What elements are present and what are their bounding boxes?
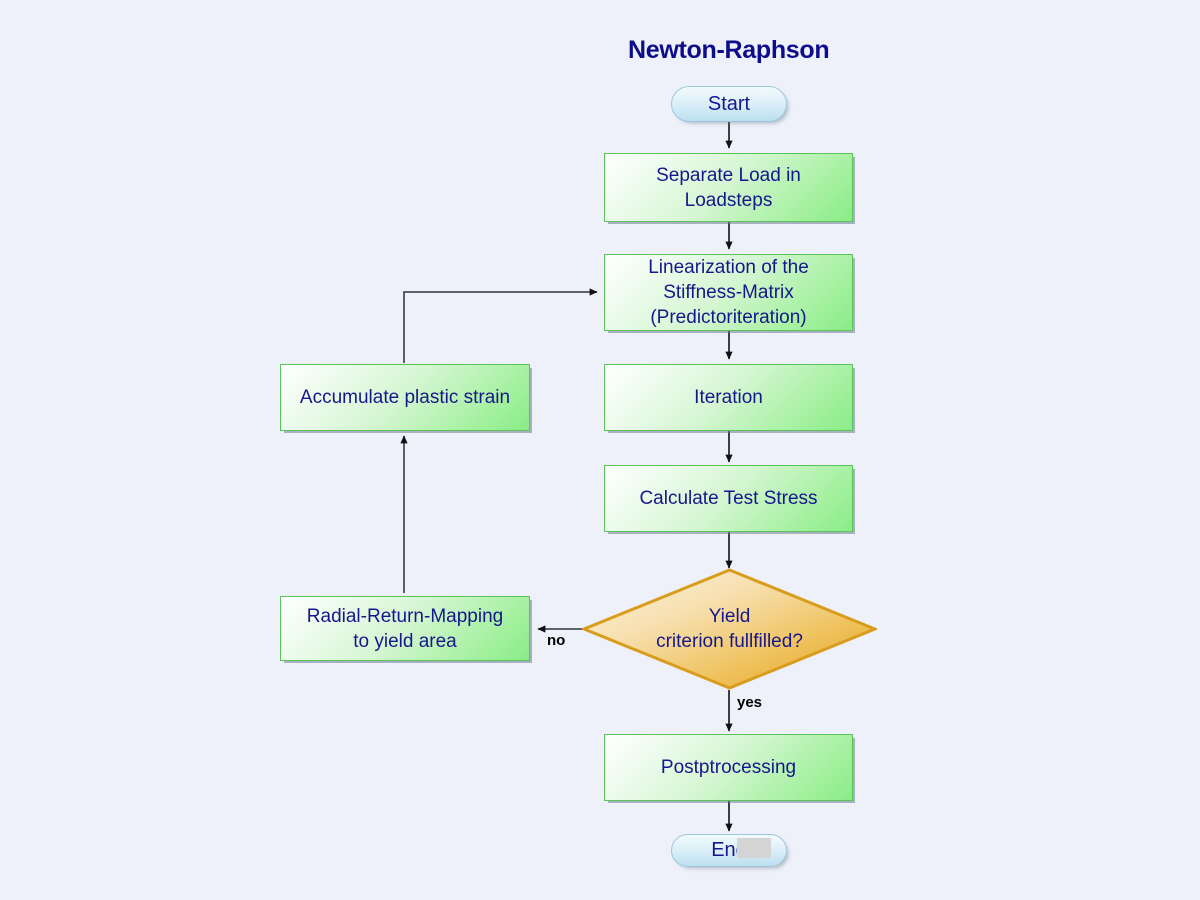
node-postprocessing-label: Postptrocessing — [660, 757, 797, 778]
node-calculate-test-stress[interactable]: Calculate Test Stress — [604, 465, 853, 532]
node-iteration-label: Iteration — [694, 387, 763, 408]
render-artifact-overlay — [737, 838, 771, 858]
node-accumulate-plastic-strain-label: Accumulate plastic strain — [299, 387, 511, 408]
edge-label-no: no — [547, 632, 566, 649]
edge-label-yes: yes — [737, 694, 763, 711]
node-postprocessing[interactable]: Postptrocessing — [604, 734, 853, 801]
node-calculate-test-stress-label: Calculate Test Stress — [639, 488, 818, 509]
node-start[interactable]: Start — [671, 86, 787, 122]
node-iteration[interactable]: Iteration — [604, 364, 853, 431]
node-start-label: Start — [707, 92, 751, 115]
page-title: Newton-Raphson — [628, 36, 830, 64]
edge-accumulate-to-linearization — [403, 288, 598, 363]
decision-diamond-shape — [582, 568, 877, 690]
node-accumulate-plastic-strain[interactable]: Accumulate plastic strain — [280, 364, 530, 431]
